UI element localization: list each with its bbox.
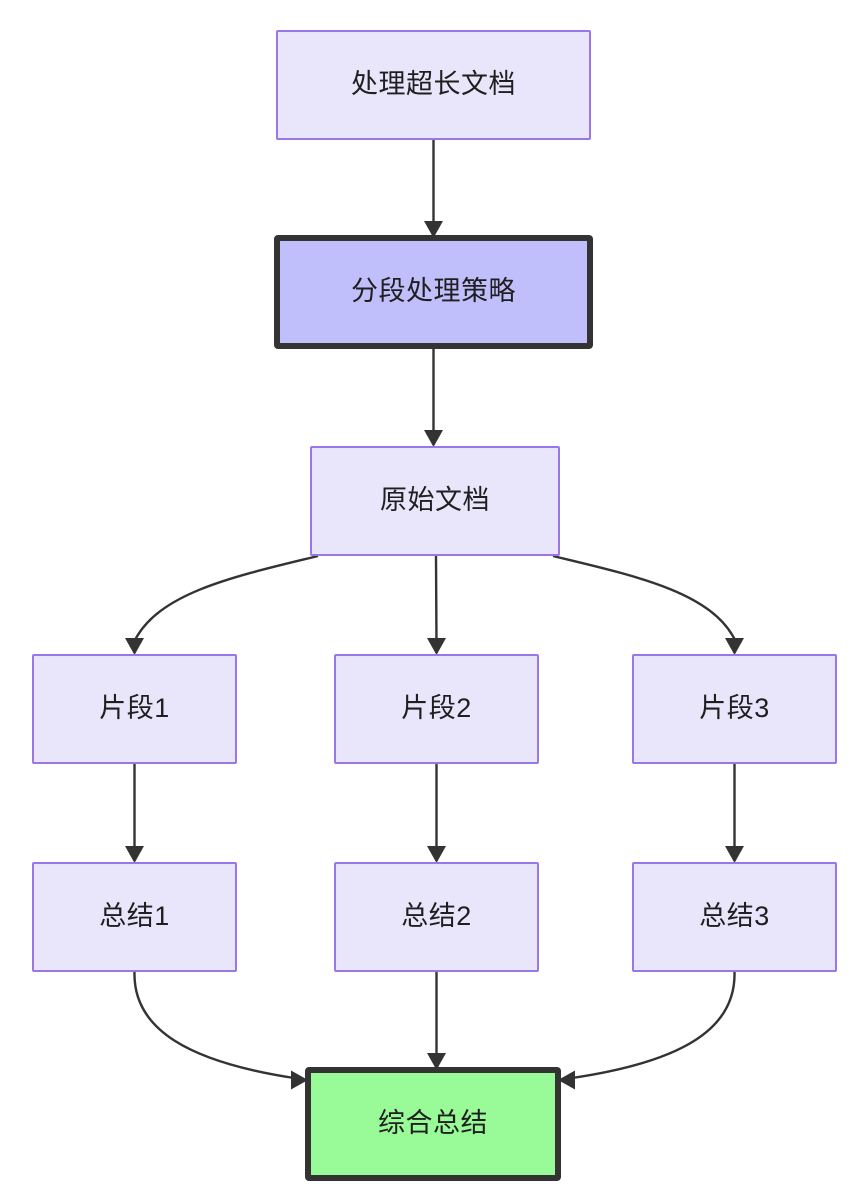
node-label: 综合总结 xyxy=(378,1108,488,1138)
node-label: 总结1 xyxy=(99,901,170,931)
node-n5[interactable]: 片段3 xyxy=(632,654,837,764)
node-label: 总结3 xyxy=(699,901,770,931)
edge-line xyxy=(133,554,319,641)
arrow-head-icon xyxy=(125,638,144,655)
arrow-head-icon xyxy=(725,638,744,655)
edge-n0-n1 xyxy=(424,139,443,238)
node-label: 片段2 xyxy=(401,693,472,723)
node-box[interactable] xyxy=(276,30,591,140)
node-label: 原始文档 xyxy=(380,485,490,515)
edge-n7-n9 xyxy=(427,972,446,1070)
edge-line xyxy=(434,555,438,646)
edge-line xyxy=(571,971,736,1080)
node-box[interactable] xyxy=(632,862,837,972)
arrow-head-icon xyxy=(725,846,744,863)
node-box[interactable] xyxy=(32,654,237,764)
arrow-head-icon xyxy=(125,846,144,863)
node-box[interactable] xyxy=(305,1067,561,1181)
arrow-head-icon xyxy=(424,430,443,447)
node-n0[interactable]: 处理超长文档 xyxy=(276,30,591,140)
node-n2[interactable]: 原始文档 xyxy=(310,446,560,556)
node-n8[interactable]: 总结3 xyxy=(632,862,837,972)
edge-line xyxy=(552,554,737,641)
node-box[interactable] xyxy=(310,446,560,556)
arrow-head-icon xyxy=(558,1070,575,1090)
edge-n5-n8 xyxy=(725,763,744,863)
edge-n2-n5 xyxy=(552,554,744,655)
node-label: 分段处理策略 xyxy=(351,276,516,306)
edge-n3-n6 xyxy=(125,763,144,863)
edge-n1-n2 xyxy=(424,346,443,447)
node-label: 片段3 xyxy=(699,693,770,723)
node-box[interactable] xyxy=(274,235,593,349)
edge-line xyxy=(133,971,295,1080)
edge-n2-n4 xyxy=(427,555,446,655)
edge-n6-n9 xyxy=(133,971,308,1090)
node-label: 总结2 xyxy=(401,901,472,931)
node-n3[interactable]: 片段1 xyxy=(32,654,237,764)
node-n6[interactable]: 总结1 xyxy=(32,862,237,972)
node-box[interactable] xyxy=(32,862,237,972)
arrow-head-icon xyxy=(291,1070,308,1090)
arrow-head-icon xyxy=(427,638,446,655)
node-label: 处理超长文档 xyxy=(351,69,516,99)
node-n9[interactable]: 综合总结 xyxy=(305,1067,561,1181)
edge-n8-n9 xyxy=(558,971,736,1090)
node-label: 片段1 xyxy=(99,693,170,723)
edge-n2-n3 xyxy=(125,554,319,655)
arrow-head-icon xyxy=(427,1053,446,1070)
node-box[interactable] xyxy=(632,654,837,764)
node-n4[interactable]: 片段2 xyxy=(334,654,539,764)
node-n1[interactable]: 分段处理策略 xyxy=(274,235,593,349)
node-box[interactable] xyxy=(334,862,539,972)
node-n7[interactable]: 总结2 xyxy=(334,862,539,972)
edges-layer xyxy=(125,139,744,1090)
edge-n4-n7 xyxy=(427,763,446,863)
arrow-head-icon xyxy=(424,221,443,238)
arrow-head-icon xyxy=(427,846,446,863)
node-box[interactable] xyxy=(334,654,539,764)
